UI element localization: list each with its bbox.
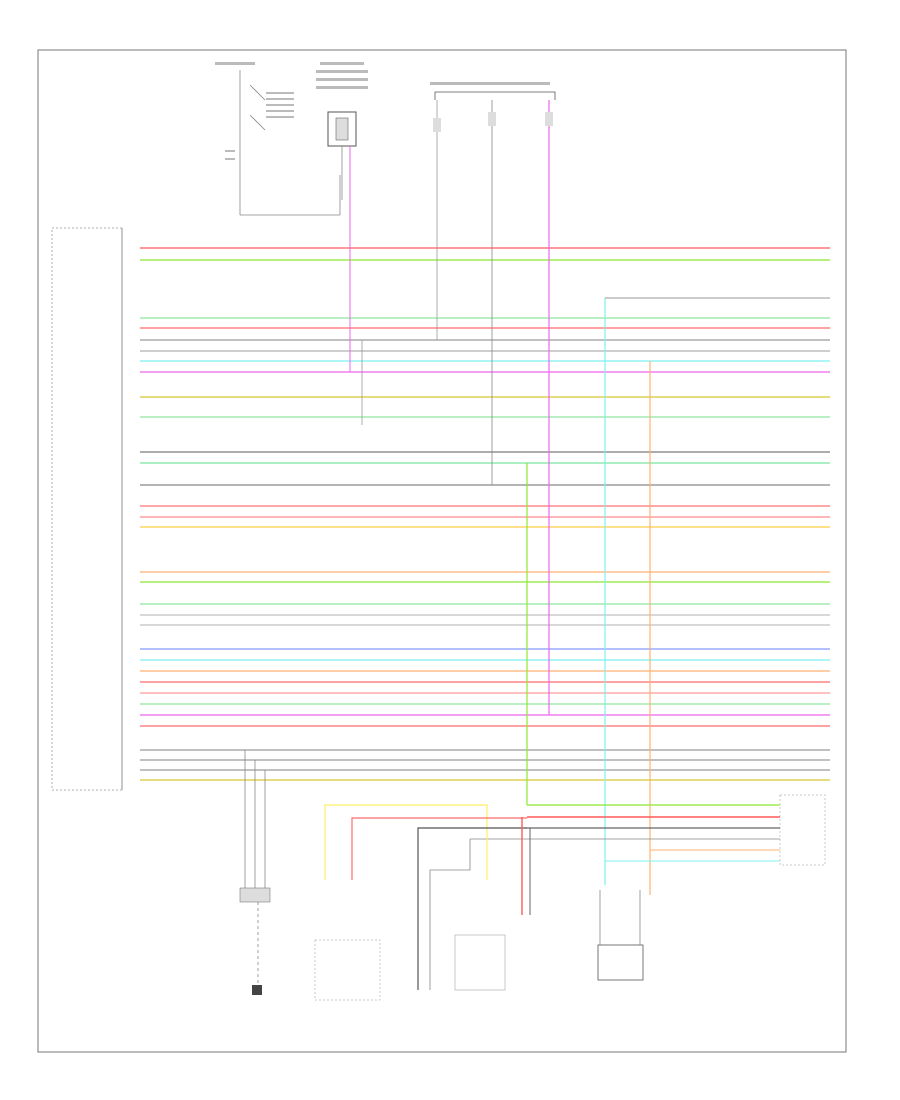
right-module xyxy=(470,794,826,866)
control-module-outline xyxy=(51,227,122,791)
switch-label-block xyxy=(215,62,294,160)
diagram-border xyxy=(37,49,847,1053)
bottom-center-components xyxy=(314,804,644,1001)
switch-assembly xyxy=(239,70,341,216)
top-right-connector xyxy=(430,82,556,715)
top-sensor xyxy=(316,62,368,372)
bottom-left-sensor xyxy=(239,750,271,995)
wire-rows xyxy=(140,247,830,781)
